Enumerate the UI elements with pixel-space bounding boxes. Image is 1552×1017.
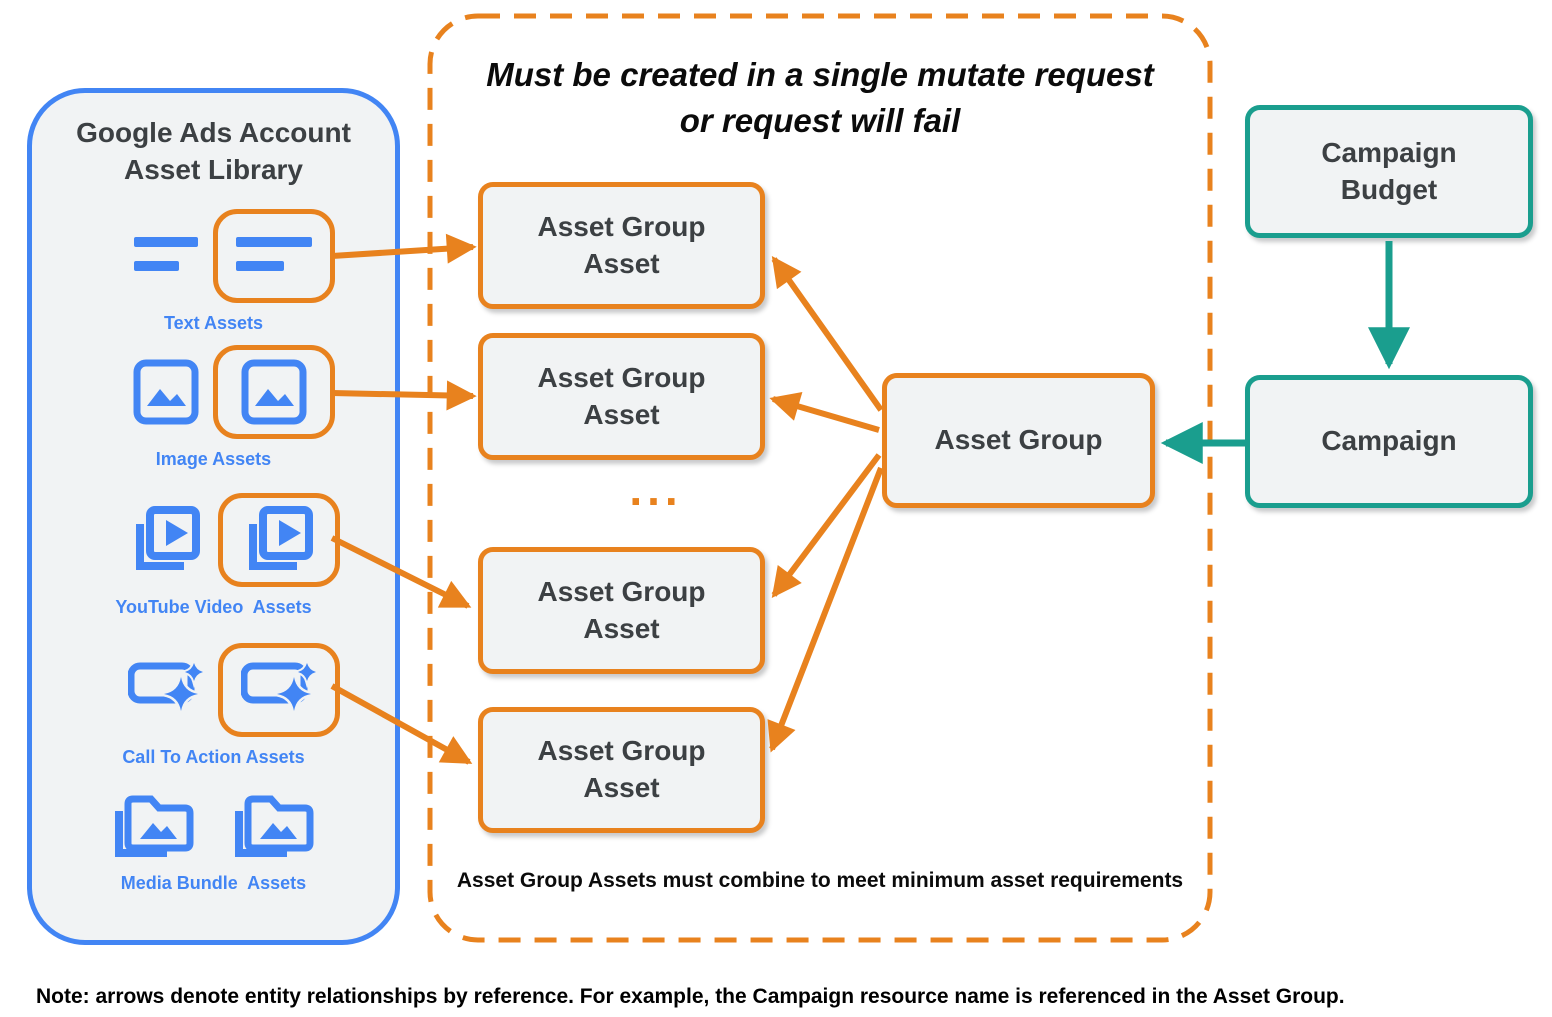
asset-group-asset-label: Asset Group <box>537 575 706 607</box>
asset-group-asset-label: Asset <box>583 772 660 803</box>
arrow-asset-group-to-aga4 <box>767 466 884 753</box>
call-to-action-asset-icon <box>240 662 317 712</box>
asset-group-asset-box-3: Asset Group Asset <box>478 547 765 674</box>
call-to-action-asset-icon <box>127 662 204 712</box>
asset-group-box: Asset Group <box>882 373 1155 508</box>
asset-label-youtube: YouTube Video Assets <box>115 597 312 617</box>
asset-label-cta: Call To Action Assets <box>122 747 305 767</box>
arrow-asset-group-to-aga1 <box>771 255 884 412</box>
asset-group-asset-label: Asset Group <box>537 735 706 767</box>
image-assets-icon-pair <box>133 345 335 439</box>
campaign-label: Campaign <box>1321 425 1457 457</box>
text-asset-icon <box>235 237 312 271</box>
campaign-budget-label: Budget <box>1340 173 1438 205</box>
image-asset-icon <box>241 359 306 425</box>
media-bundle-asset-icon <box>234 795 313 857</box>
youtube-video-asset-icon <box>135 506 200 570</box>
asset-group-asset-box-2: Asset Group Asset <box>478 333 765 460</box>
asset-group-label: Asset Group <box>934 424 1103 456</box>
more-assets-ellipsis: ... <box>629 463 683 515</box>
cta-assets-icon-pair <box>127 643 340 737</box>
mutate-title-line1: Must be created in a single mutate reque… <box>486 56 1154 93</box>
asset-label-image: Image Assets <box>155 449 272 469</box>
image-asset-highlight-ring <box>212 345 335 439</box>
reference-note: Note: arrows denote entity relationships… <box>36 985 1345 1008</box>
mutate-panel-footnote: Asset Group Assets must combine to meet … <box>456 869 1184 892</box>
cta-asset-highlight-ring <box>217 643 340 737</box>
asset-library-title-line2: Asset Library <box>124 153 303 185</box>
youtube-video-asset-icon <box>248 506 313 570</box>
asset-group-asset-box-1: Asset Group Asset <box>478 182 765 309</box>
asset-row-media-bundle: Media Bundle Assets <box>32 785 395 894</box>
asset-row-text: Text Assets <box>32 209 395 334</box>
asset-group-asset-label: Asset <box>583 398 660 430</box>
asset-label-media-bundle: Media Bundle Assets <box>120 873 307 893</box>
media-bundle-icon-pair <box>109 785 319 863</box>
campaign-budget-label: Campaign <box>1321 136 1457 168</box>
arrow-asset-group-to-aga2 <box>769 391 880 433</box>
asset-row-youtube: YouTube Video Assets <box>32 493 395 618</box>
asset-group-asset-label: Asset Group <box>537 210 706 242</box>
asset-library-panel: Google Ads Account Asset Library Text As… <box>27 88 400 945</box>
asset-label-text: Text Assets <box>163 313 264 333</box>
media-bundle-asset-icon <box>114 795 193 857</box>
text-asset-icon <box>133 237 198 271</box>
image-asset-icon <box>133 359 198 425</box>
text-asset-highlight-ring <box>212 209 335 303</box>
campaign-budget-box: Campaign Budget <box>1245 105 1533 238</box>
asset-row-cta: Call To Action Assets <box>32 643 395 768</box>
youtube-asset-highlight-ring <box>217 493 340 587</box>
youtube-assets-icon-pair <box>128 493 340 587</box>
asset-group-asset-box-4: Asset Group Asset <box>478 707 765 833</box>
asset-library-title-line1: Google Ads Account <box>76 117 351 148</box>
asset-group-asset-label: Asset <box>583 247 660 279</box>
text-assets-icon-pair <box>133 209 335 303</box>
mutate-panel-title: Must be created in a single mutate reque… <box>430 52 1210 144</box>
arrow-asset-group-to-aga3 <box>771 453 882 598</box>
asset-row-image: Image Assets <box>32 345 395 470</box>
asset-group-asset-label: Asset <box>583 612 660 644</box>
mutate-title-line2: or request will fail <box>679 102 961 140</box>
asset-library-title: Google Ads Account Asset Library <box>32 115 395 189</box>
asset-group-asset-label: Asset Group <box>537 361 706 393</box>
campaign-box: Campaign <box>1245 375 1533 508</box>
